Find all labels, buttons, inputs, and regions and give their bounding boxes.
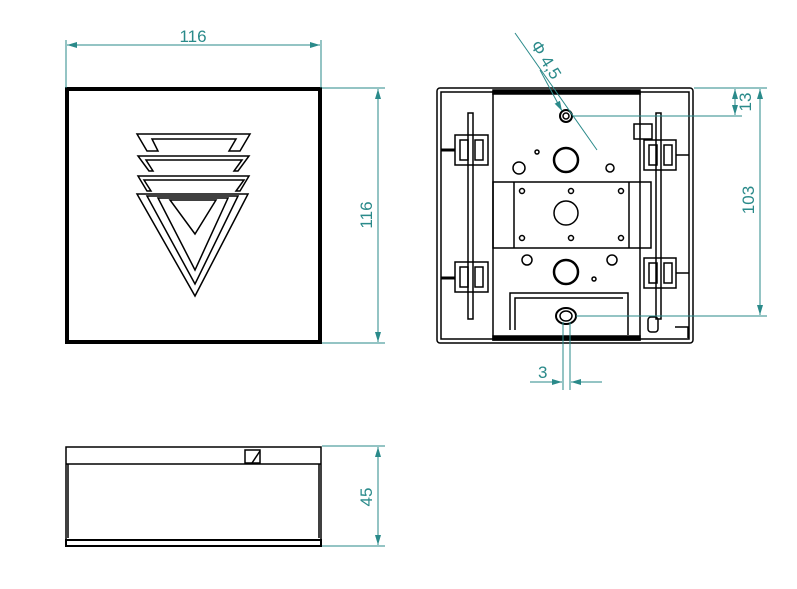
back-view <box>436 87 694 344</box>
side-depth-label: 45 <box>357 488 376 507</box>
hole-spacing-label: 103 <box>739 186 758 214</box>
slot-width-label: 3 <box>538 363 547 382</box>
hole-spacing-dimension: 103 <box>576 89 767 317</box>
front-height-dimension: 116 <box>322 87 385 344</box>
slot-width-dimension: 3 <box>530 322 602 390</box>
side-view <box>65 446 322 547</box>
front-width-dimension: 116 <box>65 27 322 88</box>
front-view <box>65 87 322 344</box>
front-width-label: 116 <box>179 27 206 46</box>
hole-offset-label: 13 <box>736 93 755 112</box>
triangle-logo <box>135 133 252 298</box>
front-height-label: 116 <box>357 201 376 228</box>
side-depth-dimension: 45 <box>322 445 385 547</box>
hole-offset-dimension: 13 <box>573 87 767 117</box>
hole-diameter-label: Φ 4,5 <box>527 37 565 83</box>
